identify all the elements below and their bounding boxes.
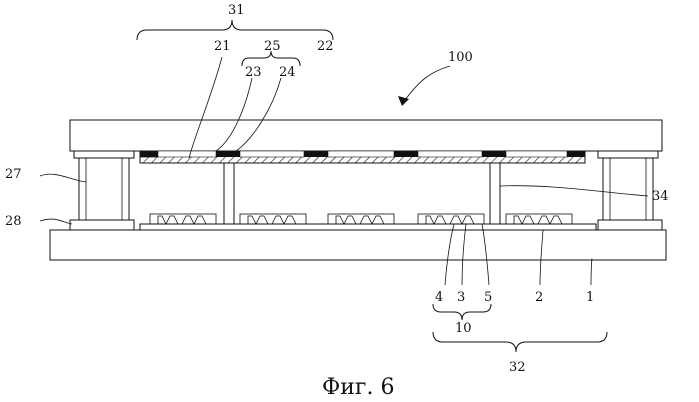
brace-10 (433, 304, 491, 320)
label-34: 34 (652, 189, 669, 204)
black-matrix (482, 151, 506, 157)
label-3: 3 (457, 290, 465, 305)
seal-28-right (598, 220, 662, 230)
label-31: 31 (228, 3, 245, 18)
label-25: 25 (264, 39, 281, 54)
label-27: 27 (5, 167, 22, 182)
label-28: 28 (5, 214, 22, 229)
label-10: 10 (455, 321, 472, 336)
label-23: 23 (245, 65, 262, 80)
insulating-layer (140, 224, 596, 230)
top-substrate (70, 120, 662, 151)
black-matrix (394, 151, 418, 157)
label-22: 22 (317, 39, 334, 54)
black-matrix (140, 151, 158, 157)
label-2: 2 (535, 290, 543, 305)
seal-28-left (70, 220, 134, 230)
leader-lines (40, 57, 648, 285)
label-100: 100 (448, 50, 473, 65)
label-1: 1 (586, 290, 594, 305)
black-matrix (304, 151, 328, 157)
brace-31 (137, 20, 333, 40)
black-matrix (567, 151, 585, 157)
label-4: 4 (435, 290, 443, 305)
left-spacer (70, 151, 134, 230)
label-5: 5 (484, 290, 492, 305)
black-matrix (216, 151, 240, 157)
figure-caption: Фиг. 6 (322, 375, 394, 400)
label-24: 24 (279, 65, 296, 80)
inner-spacer-posts (224, 163, 500, 224)
label-32: 32 (509, 360, 526, 375)
label-21: 21 (214, 39, 231, 54)
pixel-units (150, 214, 572, 224)
color-filter-layer (140, 151, 585, 163)
bottom-substrate (50, 230, 666, 260)
